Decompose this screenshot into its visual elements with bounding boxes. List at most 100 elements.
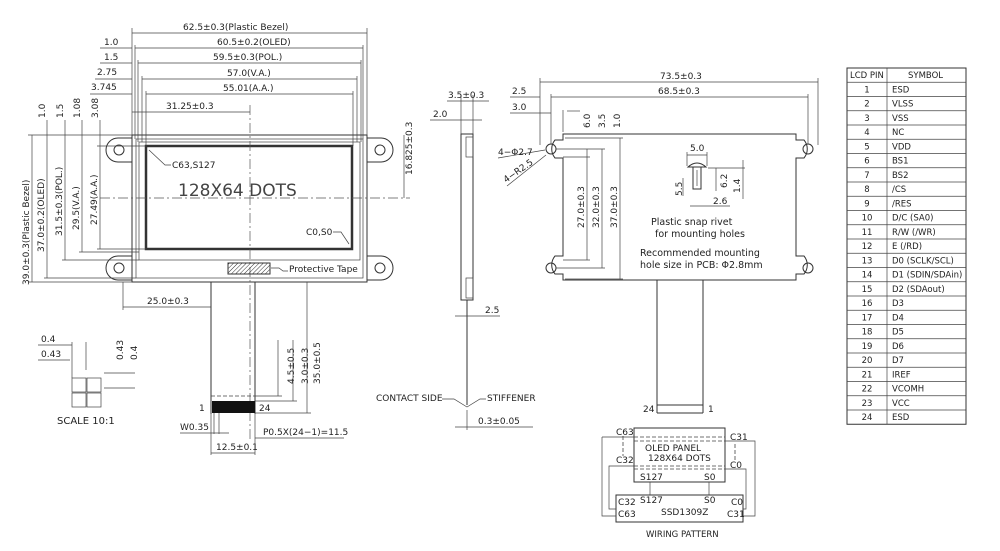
leader <box>271 267 288 272</box>
dimension-label: 1.4 <box>733 178 743 193</box>
side-view: 3.5±0.3 2.0 2.5 CONTACT SIDE STIFFENER 0… <box>376 91 536 430</box>
dimension-label: SSD1309Z <box>661 508 708 518</box>
pin-symbol: VLSS <box>892 100 913 110</box>
pin-symbol: ESD <box>892 413 910 423</box>
plastic-bezel <box>131 134 368 283</box>
fpc-contacts <box>212 401 255 413</box>
pin-symbol: VCOMH <box>892 385 924 395</box>
dimension-label: C32 <box>618 498 636 508</box>
dimension-label: 68.5±0.3 <box>658 87 700 97</box>
wiring-pattern: OLED PANEL 128X64 DOTS C63 C32 C31 C0 S1… <box>601 427 756 540</box>
dimension-label: 37.0±0.2(OLED) <box>37 178 47 252</box>
drawing-line <box>692 166 702 190</box>
pin-symbol: R/W (/WR) <box>892 228 936 238</box>
dimension-label: 4−R2.5 <box>502 158 535 186</box>
dimension-label: 2.5 <box>512 87 526 97</box>
dimension-label: 3.0±0.3 <box>301 348 311 384</box>
dimension-label: 3.0 <box>512 103 527 113</box>
dimension-label: 0.3±0.05 <box>478 417 520 427</box>
dimension-label: C0 <box>731 498 743 508</box>
dimension-label: 1.0 <box>613 113 623 128</box>
top-dimensions: 62.5±0.3(Plastic Bezel) 60.5±0.2(OLED) 5… <box>90 23 368 146</box>
pin-number: 13 <box>862 256 873 266</box>
header-symbol: SYMBOL <box>908 71 943 81</box>
dimension-label: hole size in PCB: Φ2.8mm <box>640 260 763 271</box>
dimension-label: S0 <box>704 473 716 483</box>
pixel-detail: 0.4 0.43 0.43 0.4 SCALE 10:1 <box>38 335 140 427</box>
pin-number: 21 <box>862 370 873 380</box>
pin-number: 17 <box>862 313 873 323</box>
pin-symbol: D2 (SDAout) <box>892 285 945 295</box>
dimension-label: 0.4 <box>130 345 140 360</box>
dimension-label: W0.35 <box>180 423 209 433</box>
dimension-label: 1 <box>708 405 714 415</box>
corner-label-tl: C63,S127 <box>172 161 216 171</box>
dimension-label: 2.0 <box>433 110 448 120</box>
pin-symbol: D7 <box>892 356 904 366</box>
dimension-label: 3.745 <box>91 83 117 93</box>
left-dimensions: 39.0±0.3(Plastic Bezel) 37.0±0.2(OLED) 3… <box>22 98 146 285</box>
dimension-label: 2.75 <box>97 68 117 78</box>
drawing-line <box>86 392 102 408</box>
dimension-label: 31.25±0.3 <box>166 102 214 112</box>
dimension-label: STIFFENER <box>487 394 536 404</box>
drawing-line <box>686 162 708 168</box>
dimension-label: 1.08 <box>73 98 83 118</box>
dimension-label: 4−Φ2.7 <box>498 148 533 158</box>
dimension-label: 35.0±0.5 <box>313 342 323 384</box>
drawing-line <box>506 154 547 187</box>
dimension-label: C63 <box>616 428 634 438</box>
pin-number: 11 <box>862 228 873 238</box>
dimension-label: C0 <box>730 461 742 471</box>
dimension-label: 3.08 <box>91 98 101 118</box>
dimension-label: 55.01(A.A.) <box>223 84 274 94</box>
drawing-line <box>86 377 102 393</box>
fpc-tail: 1 24 25.0±0.3 4.5±0.5 3.0±0.3 35.0±0.5 W… <box>122 282 348 455</box>
drawing-line <box>465 136 474 158</box>
pin-number: 16 <box>862 299 873 309</box>
mounting-hole <box>113 262 125 274</box>
pin-symbol: D5 <box>892 328 904 338</box>
leader <box>148 149 171 166</box>
dimension-label: 29.5(V.A.) <box>72 186 82 230</box>
dimension-label: 59.5±0.3(POL.) <box>213 53 282 63</box>
dimension-label: 5.5 <box>675 182 685 196</box>
dimension-label: 0.43 <box>41 350 61 360</box>
mounting-hole <box>374 262 386 274</box>
pin-symbol: ESD <box>892 85 910 95</box>
dimension-label: 57.0(V.A.) <box>227 69 271 79</box>
pin-symbol: /CS <box>892 185 906 195</box>
dimension-label: C31 <box>727 510 745 520</box>
dimension-label: 60.5±0.2(OLED) <box>217 38 291 48</box>
polarizer-outline <box>138 141 361 261</box>
protective-tape-label: Protective Tape <box>289 265 358 275</box>
dimension-label: 37.0±0.3 <box>610 186 620 228</box>
dimension-label: 31.5±0.3(POL.) <box>55 167 65 236</box>
pin-symbol: D6 <box>892 342 904 352</box>
pin-number: 3 <box>864 114 869 124</box>
pin-symbol: VDD <box>892 142 911 152</box>
dimension-label: 62.5±0.3(Plastic Bezel) <box>183 23 288 33</box>
header-pin: LCD PIN <box>850 71 884 81</box>
leader <box>442 398 486 408</box>
dimension-label: 25.0±0.3 <box>147 297 189 307</box>
table-border <box>846 67 967 425</box>
mounting-ears <box>105 137 394 281</box>
dots-label: 128X64 DOTS <box>178 181 297 201</box>
pin-symbol: VSS <box>892 114 909 124</box>
dimension-label: CONTACT SIDE <box>376 394 443 404</box>
pin-symbol: VCC <box>892 399 910 409</box>
mounting-hole <box>113 144 125 156</box>
pin-number: 15 <box>862 285 873 295</box>
drawing-line <box>71 377 87 393</box>
pin-number: 9 <box>864 199 869 209</box>
dimension-label: 12.5±0.1 <box>216 443 258 453</box>
pin-symbol: NC <box>892 128 904 138</box>
pcb-outline <box>551 133 808 281</box>
pin-symbol: E (/RD) <box>892 242 922 252</box>
active-area <box>144 144 354 251</box>
dimension-label: 5.0 <box>690 144 705 154</box>
dimension-label: Recommended mounting <box>640 248 760 259</box>
